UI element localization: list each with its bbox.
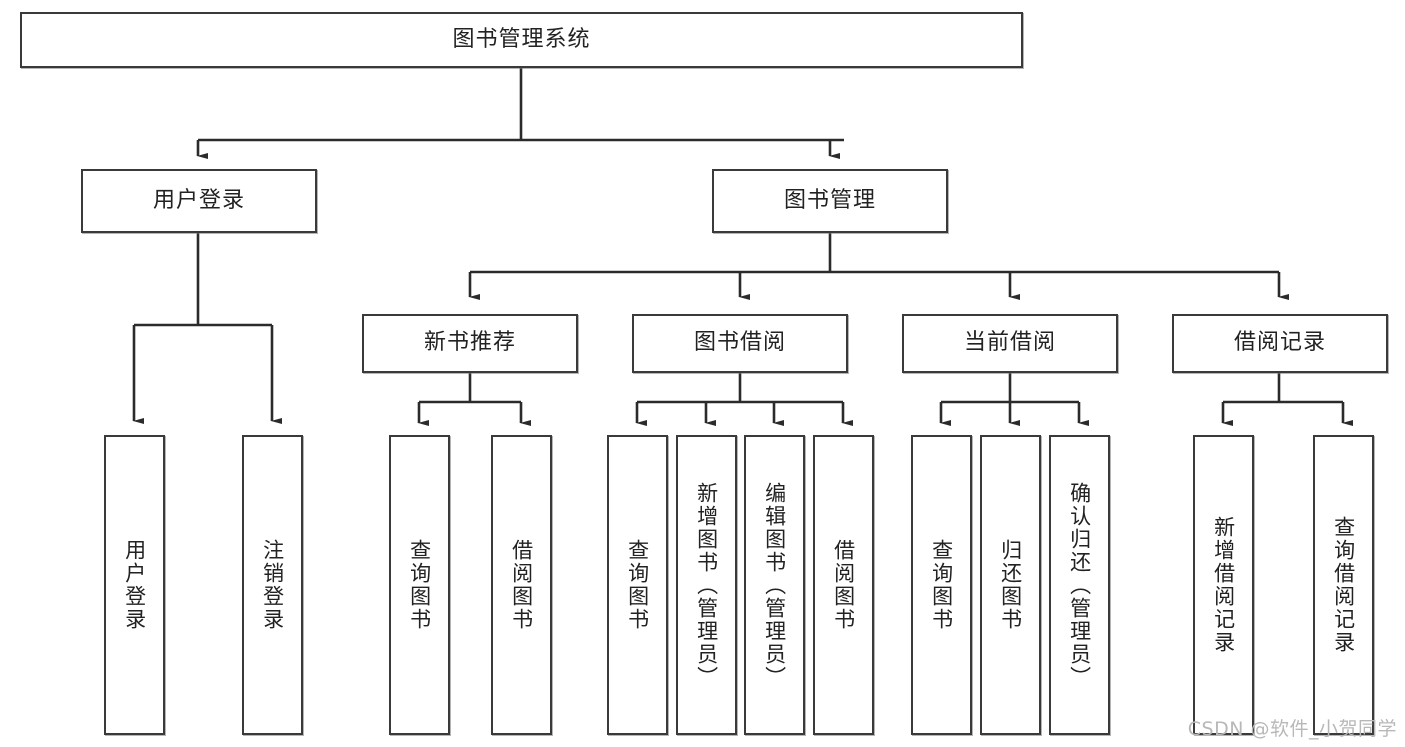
node-label: 图书管理 [783,187,876,213]
leaf-borrow-query-book[interactable]: 查询图书 [607,435,668,735]
leaf-new-book-query[interactable]: 查询图书 [389,435,450,735]
node-label: 编辑图书（管理员） [762,481,787,689]
node-label: 查询图书 [625,539,650,631]
node-book-borrowing[interactable]: 图书借阅 [632,314,848,373]
leaf-record-add-record[interactable]: 新增借阅记录 [1193,435,1254,735]
leaf-current-return-book[interactable]: 归还图书 [980,435,1041,735]
node-label: 查询借阅记录 [1331,516,1356,654]
node-label: 图书管理系统 [452,26,591,52]
node-label: 查询图书 [929,539,954,631]
leaf-record-query-record[interactable]: 查询借阅记录 [1313,435,1374,735]
node-user-login[interactable]: 用户登录 [81,169,317,233]
node-borrowing-record[interactable]: 借阅记录 [1172,314,1388,373]
leaf-current-query-book[interactable]: 查询图书 [911,435,972,735]
node-label: 借阅记录 [1233,330,1326,356]
node-label: 新增借阅记录 [1211,516,1236,654]
node-label: 注销登录 [260,539,285,631]
node-current-borrowing[interactable]: 当前借阅 [902,314,1118,373]
node-book-management[interactable]: 图书管理 [712,169,948,233]
node-label: 确认归还（管理员） [1067,481,1092,689]
leaf-borrow-borrow-book[interactable]: 借阅图书 [813,435,874,735]
leaf-user-login-logout[interactable]: 注销登录 [242,435,303,735]
leaf-borrow-add-book-admin[interactable]: 新增图书（管理员） [676,435,737,735]
leaf-user-login-login[interactable]: 用户登录 [104,435,165,735]
leaf-borrow-edit-book-admin[interactable]: 编辑图书（管理员） [744,435,805,735]
node-label: 归还图书 [998,539,1023,631]
node-label: 借阅图书 [509,539,534,631]
leaf-new-book-borrow[interactable]: 借阅图书 [491,435,552,735]
node-label: 图书借阅 [693,330,786,356]
leaf-current-confirm-return-admin[interactable]: 确认归还（管理员） [1049,435,1110,735]
node-label: 当前借阅 [963,330,1056,356]
node-label: 借阅图书 [831,539,856,631]
node-label: 查询图书 [407,539,432,631]
node-root-book-management-system[interactable]: 图书管理系统 [20,12,1023,68]
node-label: 新书推荐 [423,330,516,356]
node-label: 用户登录 [152,187,245,213]
node-new-book-recommendation[interactable]: 新书推荐 [362,314,578,373]
node-label: 用户登录 [122,539,147,631]
node-label: 新增图书（管理员） [694,481,719,689]
